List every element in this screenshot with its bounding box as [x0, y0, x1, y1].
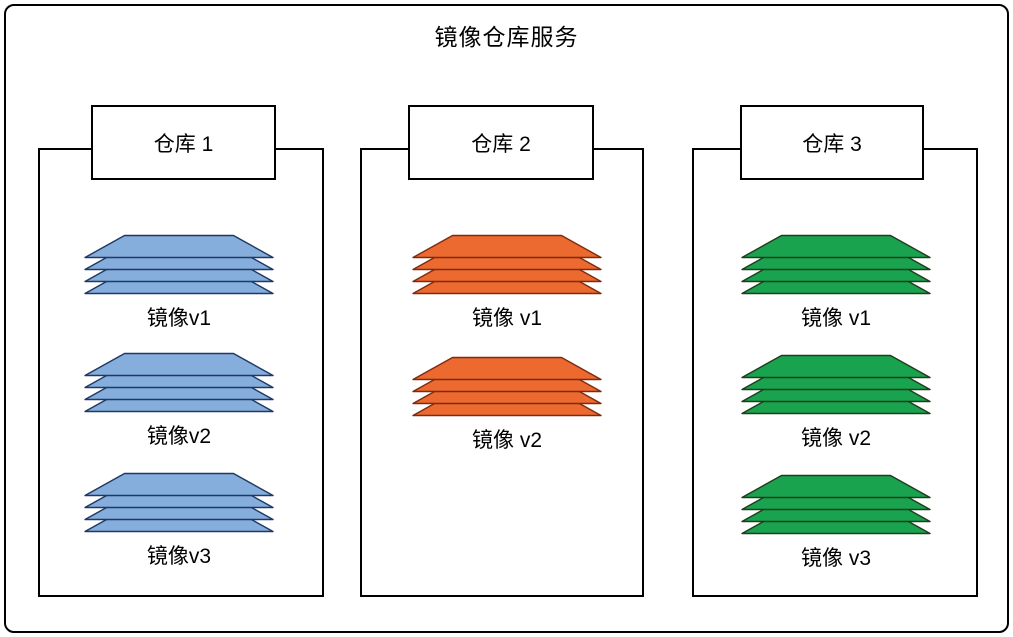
image-label: 镜像 v2 — [800, 427, 871, 450]
image-label: 镜像 v1 — [800, 307, 871, 330]
image-layers-icon — [84, 352, 274, 413]
image-label: 镜像v2 — [146, 425, 212, 448]
image-layers-icon — [741, 474, 931, 535]
repo-2-image-v2-group: 镜像 v2 — [412, 356, 602, 454]
repo-2-title: 仓库 2 — [471, 132, 531, 156]
repo-3-image-v3-group: 镜像 v3 — [741, 474, 931, 572]
layer-sheets — [412, 234, 602, 295]
image-layers-icon — [412, 356, 602, 417]
repo-1-title: 仓库 1 — [153, 132, 214, 156]
repo-1-image-v2-group: 镜像v2 — [84, 352, 274, 450]
diagram-title: 镜像仓库服务 — [434, 24, 579, 50]
layer-sheets — [741, 354, 931, 415]
layer-sheets — [84, 472, 274, 533]
image-label: 镜像 v1 — [471, 307, 542, 330]
repo-3-image-v1-group: 镜像 v1 — [741, 234, 931, 332]
layer-sheets — [84, 352, 274, 413]
repo-1-image-v3-group: 镜像v3 — [84, 472, 274, 570]
image-layers-icon — [84, 472, 274, 533]
layer-sheets — [741, 234, 931, 295]
image-label: 镜像v3 — [146, 545, 212, 568]
repo-3-title: 仓库 3 — [802, 132, 862, 156]
layer-sheets — [412, 356, 602, 417]
image-layers-icon — [741, 354, 931, 415]
image-layers-icon — [412, 234, 602, 295]
repo-1-image-v1-group: 镜像v1 — [84, 234, 274, 332]
repo-2-header: 仓库 2 — [408, 105, 594, 180]
repo-3-image-v2-group: 镜像 v2 — [741, 354, 931, 452]
image-layers-icon — [741, 234, 931, 295]
image-layers-icon — [84, 234, 274, 295]
layer-sheets — [84, 234, 274, 295]
layer-sheets — [741, 474, 931, 535]
image-label: 镜像 v2 — [471, 429, 542, 452]
image-label: 镜像v1 — [146, 307, 212, 330]
image-label: 镜像 v3 — [800, 547, 871, 570]
repo-3-header: 仓库 3 — [740, 105, 924, 180]
outer-frame — [4, 4, 1009, 633]
repo-2-image-v1-group: 镜像 v1 — [412, 234, 602, 332]
repo-1-header: 仓库 1 — [91, 105, 276, 180]
